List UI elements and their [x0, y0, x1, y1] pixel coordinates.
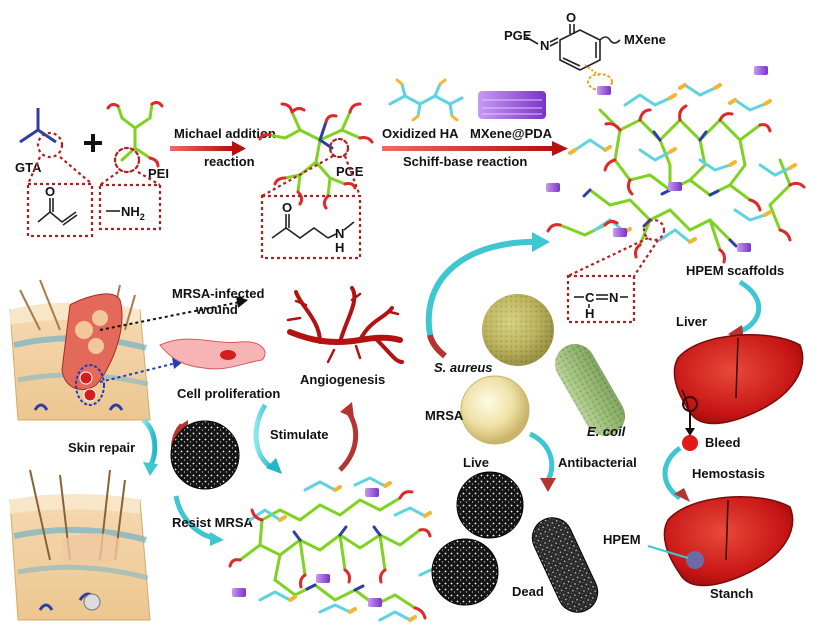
hemostasis-arrows: [662, 445, 690, 502]
dead-bacteria-ball-1: [456, 471, 524, 539]
mxene-pda-label: MXene@PDA: [470, 126, 553, 141]
gta-label: GTA: [15, 160, 42, 175]
top-n-label: N: [540, 38, 549, 53]
schiff-label: Schiff-base reaction: [403, 154, 527, 169]
amine-h-label: H: [335, 240, 344, 255]
pge-top-label: PGE: [504, 28, 532, 43]
bleed-pointer: [685, 412, 695, 436]
bleeding-liver: [673, 334, 804, 451]
cell-proliferation-label: Cell proliferation: [177, 386, 280, 401]
e-coli-label: E. coil: [587, 424, 626, 439]
infected-label-2: wound: [195, 302, 238, 317]
hemostasis-label: Hemostasis: [692, 466, 765, 481]
stanch-label: Stanch: [710, 586, 753, 601]
dead-bacteria-ball-left: [170, 420, 240, 490]
stimulate-cycle-arrows: [253, 402, 359, 474]
bottom-hydrogel-network: [228, 476, 457, 622]
pei-molecule: [106, 100, 164, 174]
pge-label: PGE: [336, 164, 364, 179]
pge-molecule: [258, 102, 374, 210]
stanched-liver: [663, 496, 794, 587]
amine-n-label: N: [335, 226, 344, 241]
live-label: Live: [463, 455, 489, 470]
imine-h-label: H: [585, 306, 594, 321]
hpem-network: [546, 83, 806, 264]
hpem-mxene-sheets: [546, 66, 768, 252]
liver-label: Liver: [676, 314, 707, 329]
hpem-scaffolds-label: HPEM scaffolds: [686, 263, 784, 278]
pge-inset: O N H: [260, 155, 362, 260]
keto-o-label: O: [45, 184, 55, 199]
gta-molecule: [19, 108, 64, 159]
angiogenesis-label: Angiogenesis: [300, 372, 385, 387]
nh2-label: NH2: [121, 204, 145, 222]
acrylate-inset: O: [26, 156, 94, 238]
amine-inset: NH2: [98, 171, 162, 231]
mrsa-label: MRSA: [425, 408, 464, 423]
plus-icon: [84, 134, 102, 152]
mxene-pda-nanosheet: [478, 91, 546, 119]
mrsa-ball: [460, 375, 530, 445]
e-coli-rod: [555, 344, 625, 436]
imine-n-label: N: [609, 290, 618, 305]
michael-label-1: Michael addition: [174, 126, 276, 141]
schiff-base-arrow: [382, 141, 568, 156]
dead-label: Dead: [512, 584, 544, 599]
top-o-label: O: [566, 10, 576, 25]
michael-label-2: reaction: [204, 154, 255, 169]
dead-e-coli-rod: [531, 517, 599, 613]
bleed-label: Bleed: [705, 435, 740, 450]
infected-skin-illustration: [9, 279, 151, 421]
healed-skin-illustration: [9, 469, 151, 621]
pge-quinone-mxene-structure: PGE N O MXene: [504, 10, 666, 91]
oxidized-ha-label: Oxidized HA: [382, 126, 459, 141]
skin-repair-label: Skin repair: [68, 440, 135, 455]
dead-bacteria-ball-2: [431, 538, 499, 606]
oxidized-ha-molecule: [388, 78, 464, 122]
stimulate-label: Stimulate: [270, 427, 329, 442]
network-to-bacteria-arrow: [425, 232, 550, 359]
michael-addition-arrow: [170, 141, 246, 156]
infection-pointer-arrow: [99, 296, 248, 331]
s-aureus-ball: [482, 294, 554, 366]
hpem-label: HPEM: [603, 532, 641, 547]
fibroblast-cell-icon: [159, 338, 266, 370]
blood-vessel-icon: [286, 286, 404, 364]
resist-mrsa-arrows: [173, 495, 224, 546]
pei-label: PEI: [148, 166, 169, 181]
infected-label-1: MRSA-infected: [172, 286, 265, 301]
bottom-mxene-sheets: [232, 488, 382, 607]
hpem-pointer: [647, 545, 689, 559]
antibacterial-label: Antibacterial: [558, 455, 637, 470]
imine-c-label: C: [585, 290, 595, 305]
pge-inset-o-label: O: [282, 200, 292, 215]
imine-inset: C N H: [566, 218, 666, 324]
mxene-label: MXene: [624, 32, 666, 47]
scaffold-to-liver-arrow: [728, 279, 762, 342]
s-aureus-label: S. aureus: [434, 360, 493, 375]
antibacterial-arrows: [528, 431, 556, 492]
resist-mrsa-label: Resist MRSA: [172, 515, 254, 530]
